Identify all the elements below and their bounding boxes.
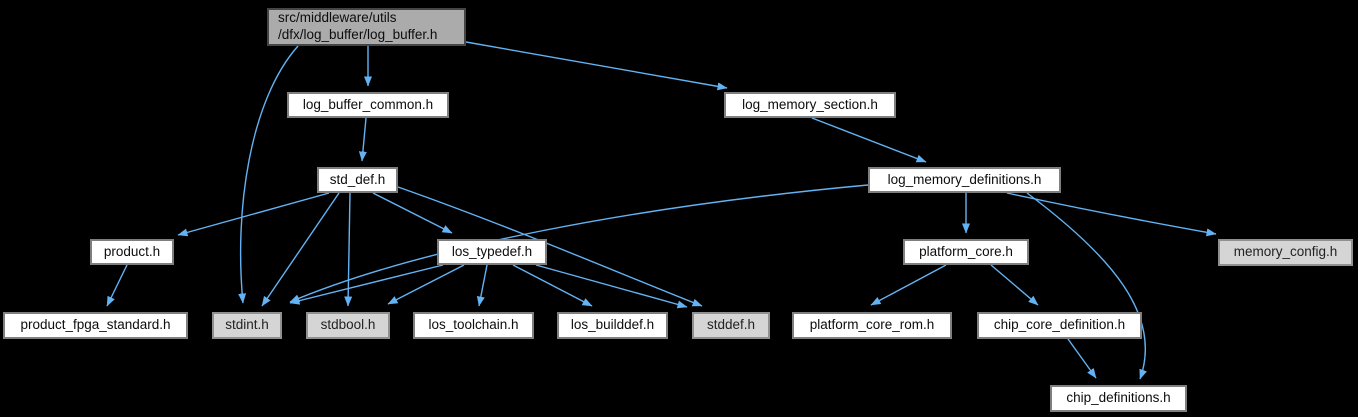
node-platform_core[interactable]: platform_core.h [903, 239, 1029, 265]
node-chip_definitions[interactable]: chip_definitions.h [1050, 385, 1187, 412]
edge-log_buffer-to-log_memory_section [465, 41, 728, 91]
node-stdint[interactable]: stdint.h [212, 312, 282, 339]
node-stddef[interactable]: stddef.h [692, 312, 770, 339]
node-chip_core_definition[interactable]: chip_core_definition.h [977, 312, 1142, 339]
edge-los_typedef-to-los_builddef [512, 264, 593, 307]
edge-log_memory_definitions-to-chip_definitions [1026, 192, 1147, 380]
node-stdbool[interactable]: stdbool.h [306, 312, 390, 339]
edge-std_def-to-stdbool [344, 192, 353, 307]
edge-log_memory_definitions-to-memory_config [1006, 192, 1217, 237]
node-log_memory_definitions[interactable]: log_memory_definitions.h [868, 167, 1061, 193]
edge-los_typedef-to-los_toolchain [476, 264, 488, 307]
node-log_memory_section[interactable]: log_memory_section.h [724, 92, 896, 118]
edge-std_def-to-stddef [397, 186, 703, 307]
node-los_typedef[interactable]: los_typedef.h [437, 239, 547, 265]
edge-std_def-to-product [177, 192, 330, 237]
node-memory_config[interactable]: memory_config.h [1218, 239, 1353, 266]
edge-platform_core-to-chip_core_definition [990, 264, 1039, 306]
node-log_buffer[interactable]: src/middleware/utils /dfx/log_buffer/log… [267, 8, 466, 46]
edge-log_buffer-to-stdint [238, 45, 299, 304]
node-los_builddef[interactable]: los_builddef.h [557, 312, 668, 339]
edge-product-to-product_fpga_standard [106, 264, 128, 307]
edge-los_typedef-to-stddef [535, 264, 688, 309]
edge-chip_core_definition-to-chip_definitions [1067, 338, 1097, 379]
edge-los_typedef-to-stdint [289, 264, 444, 305]
edge-platform_core-to-platform_core_rom [870, 264, 947, 306]
edge-log_buffer_common-to-std_def [358, 117, 367, 162]
edge-log_memory_definitions-to-stdint [289, 184, 869, 303]
node-product_fpga_standard[interactable]: product_fpga_standard.h [3, 312, 188, 339]
edge-std_def-to-los_typedef [372, 192, 453, 234]
node-product[interactable]: product.h [90, 239, 174, 265]
edge-std_def-to-stdint [261, 192, 340, 307]
node-los_toolchain[interactable]: los_toolchain.h [413, 312, 534, 339]
node-std_def[interactable]: std_def.h [317, 167, 398, 193]
node-platform_core_rom[interactable]: platform_core_rom.h [792, 312, 952, 339]
node-log_buffer_common[interactable]: log_buffer_common.h [287, 92, 449, 118]
edge-log_memory_section-to-log_memory_definitions [811, 117, 927, 163]
edge-los_typedef-to-stdbool [387, 264, 465, 305]
